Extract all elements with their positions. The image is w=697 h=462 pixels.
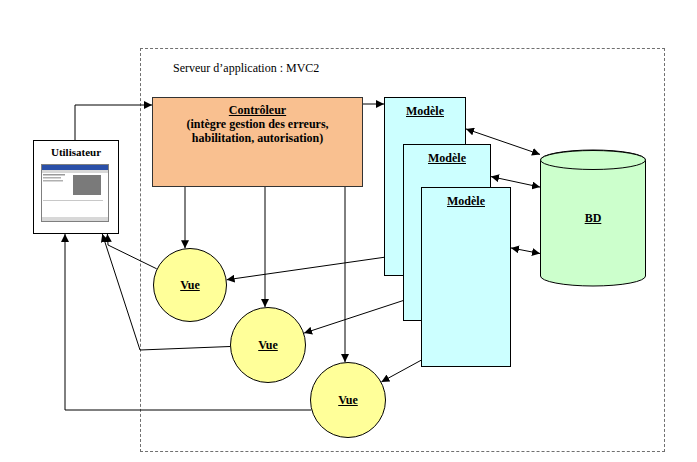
database-cylinder: BD (540, 150, 646, 286)
flow-arrow (381, 360, 421, 382)
model-box: Modèle (421, 187, 511, 367)
flow-arrow (304, 301, 403, 334)
flow-arrow (75, 105, 152, 140)
node-label: Modèle (428, 151, 466, 165)
node-label: Vue (180, 278, 200, 292)
view-circle: Vue (230, 307, 306, 383)
flow-arrow (491, 177, 540, 188)
flow-arrow (65, 234, 311, 410)
view-circle: Vue (310, 362, 386, 438)
screenshot-illustration (41, 164, 109, 222)
view-circle: Vue (153, 248, 227, 322)
flow-arrow (466, 129, 540, 155)
node-label: Vue (258, 338, 278, 352)
node-label: BD (585, 211, 602, 225)
server-frame: Serveur d’application : MVC2Contrôleur(i… (140, 48, 665, 452)
node-note: (intègre gestion des erreurs, habilitati… (159, 117, 356, 145)
flow-arrow (345, 187, 346, 362)
controller-box: Contrôleur(intègre gestion des erreurs, … (152, 97, 363, 187)
node-label: Contrôleur (229, 103, 286, 117)
node-label: Modèle (406, 104, 444, 118)
node-label: Utilisateur (51, 145, 101, 159)
node-label: Vue (338, 393, 358, 407)
flow-arrow (265, 187, 266, 307)
flow-arrow (227, 257, 384, 280)
flow-arrow (107, 234, 156, 269)
flow-arrow (511, 248, 540, 254)
node-label: Modèle (447, 194, 485, 208)
node-label: Serveur d’application : MVC2 (173, 61, 319, 75)
flow-arrow (363, 104, 384, 105)
flow-arrow (102, 234, 230, 350)
flow-arrow (185, 187, 186, 248)
